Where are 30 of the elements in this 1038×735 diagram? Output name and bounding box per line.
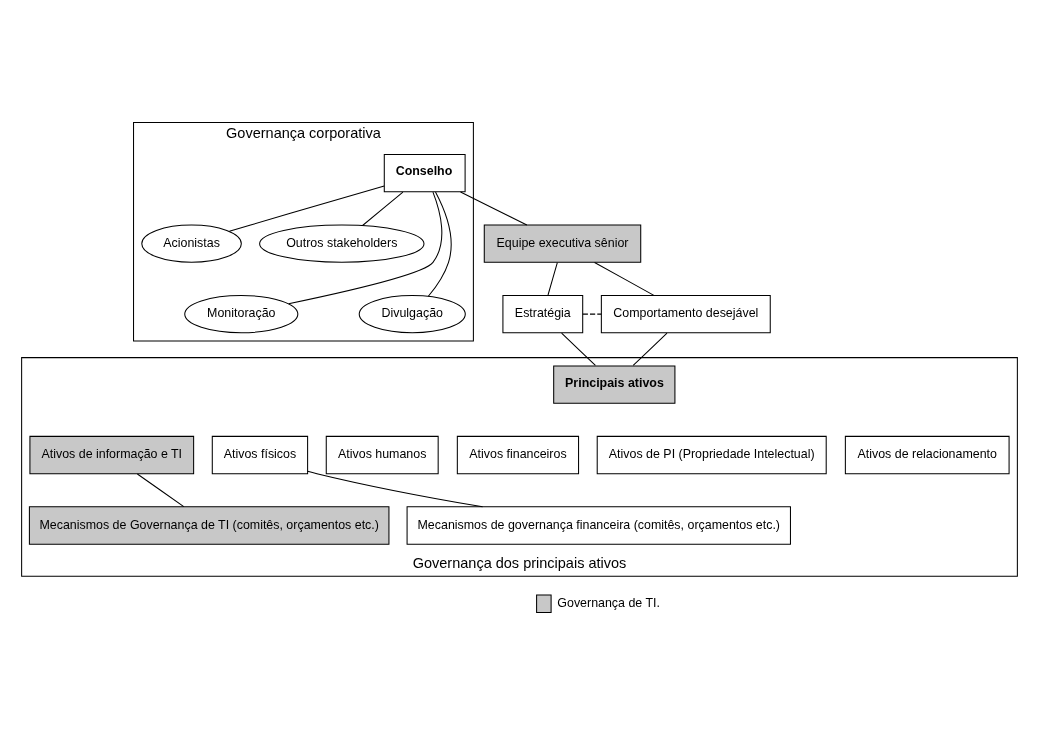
- node-box: Ativos humanos: [325, 435, 439, 474]
- node-ellipse: Divulgação: [358, 294, 466, 333]
- node-box: Estratégia: [501, 294, 583, 333]
- connector: [593, 261, 654, 296]
- connector: [136, 473, 184, 507]
- connector: [361, 191, 403, 226]
- connector: [306, 470, 483, 507]
- connector: [287, 191, 442, 304]
- connector: [581, 313, 602, 315]
- connector: [459, 191, 527, 225]
- node-box: Ativos físicos: [211, 435, 308, 474]
- node-box: Ativos de relacionamento: [844, 435, 1010, 474]
- node-box: Comportamento desejável: [600, 294, 771, 333]
- node-box: Equipe executiva sênior: [483, 224, 641, 263]
- node-box: Mecanismos de governança financeira (comitês, orçamentos etc.): [406, 505, 791, 545]
- node-box: Ativos financeiros: [456, 435, 579, 474]
- node-box: Mecanismos de Governança de TI (comitês, orçamentos etc.): [28, 505, 389, 545]
- node-ellipse: Monitoração: [183, 294, 298, 333]
- node-box: Principais ativos: [552, 364, 675, 404]
- connector: [228, 184, 385, 232]
- connector: [632, 332, 668, 366]
- node-ellipse: Outros stakeholders: [258, 224, 424, 263]
- node-box: Ativos de informação e TI: [28, 435, 194, 474]
- connector: [427, 190, 452, 297]
- connector: [547, 261, 558, 295]
- connector: [560, 332, 596, 366]
- node-ellipse: Acionistas: [140, 224, 242, 263]
- node-box: Ativos de PI (Propriedade Intelectual): [596, 435, 827, 474]
- legend-label: Governança de TI.: [556, 595, 660, 610]
- node-box: Conselho: [383, 153, 466, 192]
